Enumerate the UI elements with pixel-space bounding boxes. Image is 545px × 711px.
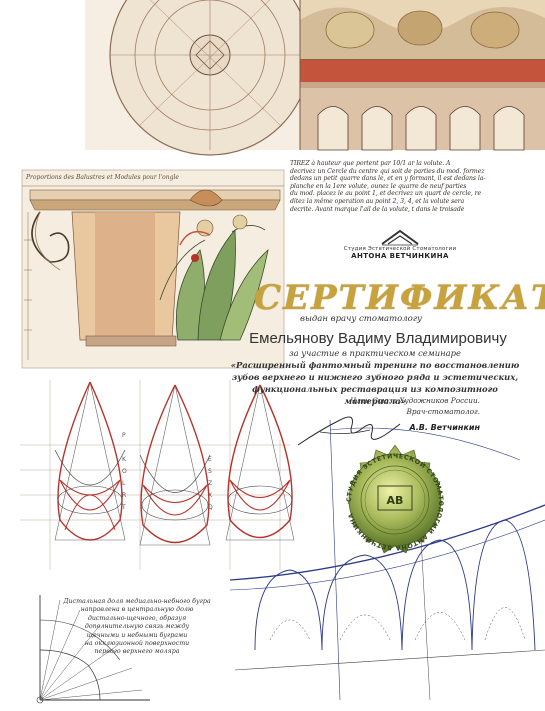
teeth-arc-drawing	[229, 419, 545, 701]
drawing-description: Дистальная доля медиально-небного бугра …	[62, 598, 212, 657]
participation-text: за участие в практическом семинаре	[289, 348, 461, 358]
grid-label: K	[122, 456, 126, 463]
french-text-block: TIREZ à hauteur que portent par 10/1 ar …	[290, 160, 540, 213]
capital-engraving	[21, 169, 285, 369]
recipient-name: Емельянову Вадиму Владимировичу	[249, 330, 507, 347]
french-line: decrite. Avant marque l'ail de la volute…	[290, 205, 465, 213]
grid-label: O	[122, 468, 127, 475]
seminar-title-line: зубов верхнего и нижнего зубного ряда и …	[231, 372, 519, 382]
studio-logo: Студия Эстетической Стоматологии АНТОНА …	[340, 228, 460, 260]
description-line: направлена в центральную долю	[80, 606, 194, 614]
grid-label: L	[122, 480, 126, 487]
grid-label: S	[208, 468, 212, 475]
grid-label: E	[208, 456, 212, 463]
french-line: ditez la même operation au point 2, 3, 4…	[290, 197, 465, 205]
engraving-caption: Proportions des Balustres et Modules pou…	[26, 174, 179, 181]
signature-title-line2: Врач-стоматолог.	[406, 407, 480, 416]
seminar-title-line: «Расширенный фантомный тренинг по восста…	[230, 360, 520, 370]
grid-label: R	[122, 492, 127, 499]
description-line: щечными и небными буграми	[86, 631, 188, 639]
french-line: decrivez un Cercle du centre qui soit de…	[290, 167, 485, 175]
grid-label: P	[122, 432, 126, 439]
fan-diagram	[36, 595, 150, 704]
cusp-drawings	[20, 380, 295, 570]
volute-engraving	[85, 0, 545, 156]
signature-block: Член Союза Художников России. Врач-стома…	[330, 395, 480, 432]
seminar-title-line: функциональных реставрация из композитно…	[252, 384, 498, 406]
seal-center-text: АВ	[387, 494, 404, 507]
description-line: Дистальная доля медиально-небного бугра	[63, 598, 211, 605]
signature-title-line1: Член Союза Художников России.	[350, 396, 480, 405]
studio-name-line2: АНТОНА ВЕТЧИНКИНА	[351, 252, 449, 260]
issued-to-text: выдан врачу стоматологу	[300, 314, 422, 324]
description-line: первого верхнего моляра	[94, 648, 180, 656]
french-line: du mod. placez le au point 1, et decrive…	[290, 190, 482, 198]
grid-label: T	[122, 504, 126, 511]
french-line: dedans un petit quarre dans le, et en y …	[290, 175, 486, 183]
description-line: на окклюзионной поверхности	[84, 640, 190, 648]
seminar-title: «Расширенный фантомный тренинг по восста…	[222, 359, 528, 407]
french-line: TIREZ à hauteur que portent par 10/1 ar …	[290, 160, 451, 167]
french-line: planche en la 1ere volute, ounez le quar…	[290, 182, 467, 190]
studio-logo-icon	[381, 229, 419, 246]
grid-label: Q	[208, 504, 213, 511]
studio-name-line1: Студия Эстетической Стоматологии	[343, 246, 457, 252]
grid-label: Z	[208, 480, 213, 487]
description-line: дистально-щечного, образуя	[87, 614, 187, 622]
certificate-title: СЕРТИФИКАТ	[254, 278, 545, 318]
description-line: дополнительную связь между	[84, 623, 190, 631]
signatory-name: А.В. Ветчинкин	[409, 423, 481, 432]
grid-label: X	[208, 492, 213, 499]
